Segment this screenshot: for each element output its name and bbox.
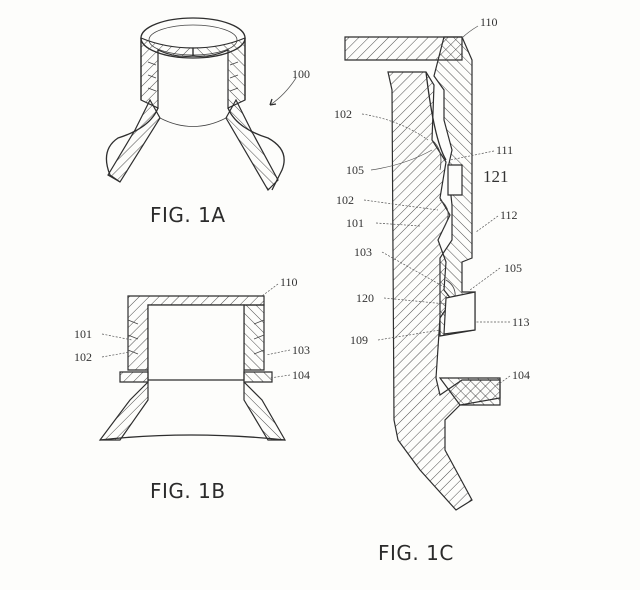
fig-1a-ref-100: 100 (292, 67, 310, 81)
fig-1c-ref-113: 113 (512, 315, 530, 329)
fig-1c-ref-110: 110 (480, 15, 498, 29)
fig-1a-drawing (105, 17, 297, 191)
fig-1b-drawing (98, 283, 291, 441)
fig-1b-caption: FIG. 1B (150, 479, 226, 503)
fig-1c-ref-112: 112 (500, 208, 518, 222)
fig-1b-ref-110: 110 (280, 275, 298, 289)
fig-1b-ref-104: 104 (292, 368, 310, 382)
fig-1b-ref-102: 102 (74, 350, 92, 364)
fig-1a-caption: FIG. 1A (150, 203, 226, 227)
fig-1c-ref-105-upper: 105 (346, 163, 364, 177)
fig-1c-ref-120: 120 (356, 291, 374, 305)
fig-1c-ref-102-upper: 102 (334, 107, 352, 121)
fig-1c-ref-109: 109 (350, 333, 368, 347)
fig-1b-ref-103: 103 (292, 343, 310, 357)
fig-1c-ref-105-lower: 105 (504, 261, 522, 275)
fig-1c-ref-121: 121 (483, 167, 509, 186)
fig-1c-ref-103: 103 (354, 245, 372, 259)
fig-1c-caption: FIG. 1C (378, 541, 454, 565)
fig-1c-ref-102-lower: 102 (336, 193, 354, 207)
fig-1c-ref-104: 104 (512, 368, 530, 382)
fig-1c-ref-111: 111 (496, 143, 513, 157)
fig-1b-ref-101: 101 (74, 327, 92, 341)
fig-1c-drawing (344, 25, 511, 511)
fig-1c-ref-101: 101 (346, 216, 364, 230)
